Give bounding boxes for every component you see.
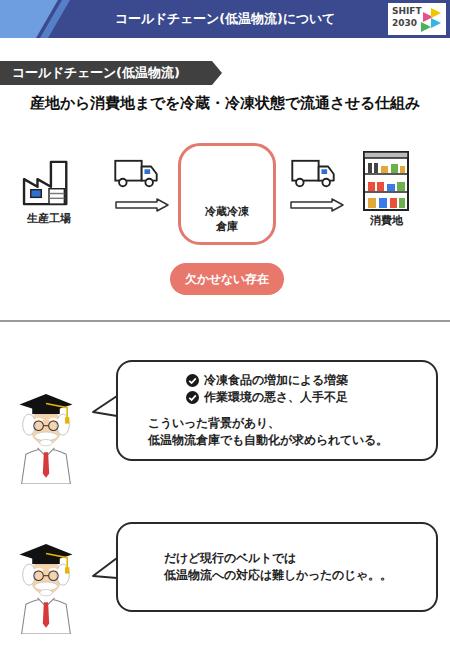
emphasis-pill: 欠かせない存在 bbox=[170, 263, 284, 295]
header-title: コールドチェーン(低温物流)について bbox=[0, 0, 450, 38]
place-label: 生産工場 bbox=[9, 211, 89, 226]
node-text: 欠かせない存在 bbox=[185, 271, 269, 288]
check-icon bbox=[186, 374, 199, 387]
node-text: こういった背景があり、 低温物流倉庫でも自動化が求められている。 bbox=[148, 415, 424, 448]
node-text: 冷蔵冷凍倉庫 bbox=[202, 205, 252, 234]
logo-text: SHIFT bbox=[392, 6, 422, 17]
node-text: 作業環境の悪さ、人手不足 bbox=[204, 389, 348, 406]
speech-bubble: だけど現行のベルトでは 低温物流への対応は難しかったのじゃ。。 bbox=[116, 522, 438, 612]
heading: 産地から消費地までを冷蔵・冷凍状態で流通させる仕組み bbox=[6, 94, 444, 113]
check-icon bbox=[186, 391, 199, 404]
warehouse-box: 冷蔵冷凍倉庫 bbox=[178, 143, 276, 245]
section-tag: コールドチェーン(低温物流) bbox=[0, 61, 222, 85]
check-row: 冷凍食品の増加による増築 bbox=[186, 372, 424, 389]
check-row: 作業環境の悪さ、人手不足 bbox=[186, 389, 424, 406]
logo-text: 2030 bbox=[392, 18, 417, 29]
node-text: 冷凍食品の増加による増築 bbox=[204, 372, 348, 389]
place-label: 消費地 bbox=[346, 213, 426, 228]
speech-bubble: 冷凍食品の増加による増築作業環境の悪さ、人手不足こういった背景があり、 低温物流… bbox=[116, 360, 438, 461]
node-text: だけど現行のベルトでは 低温物流への対応は難しかったのじゃ。。 bbox=[164, 550, 424, 583]
node-text: コールドチェーン(低温物流) bbox=[12, 64, 180, 82]
